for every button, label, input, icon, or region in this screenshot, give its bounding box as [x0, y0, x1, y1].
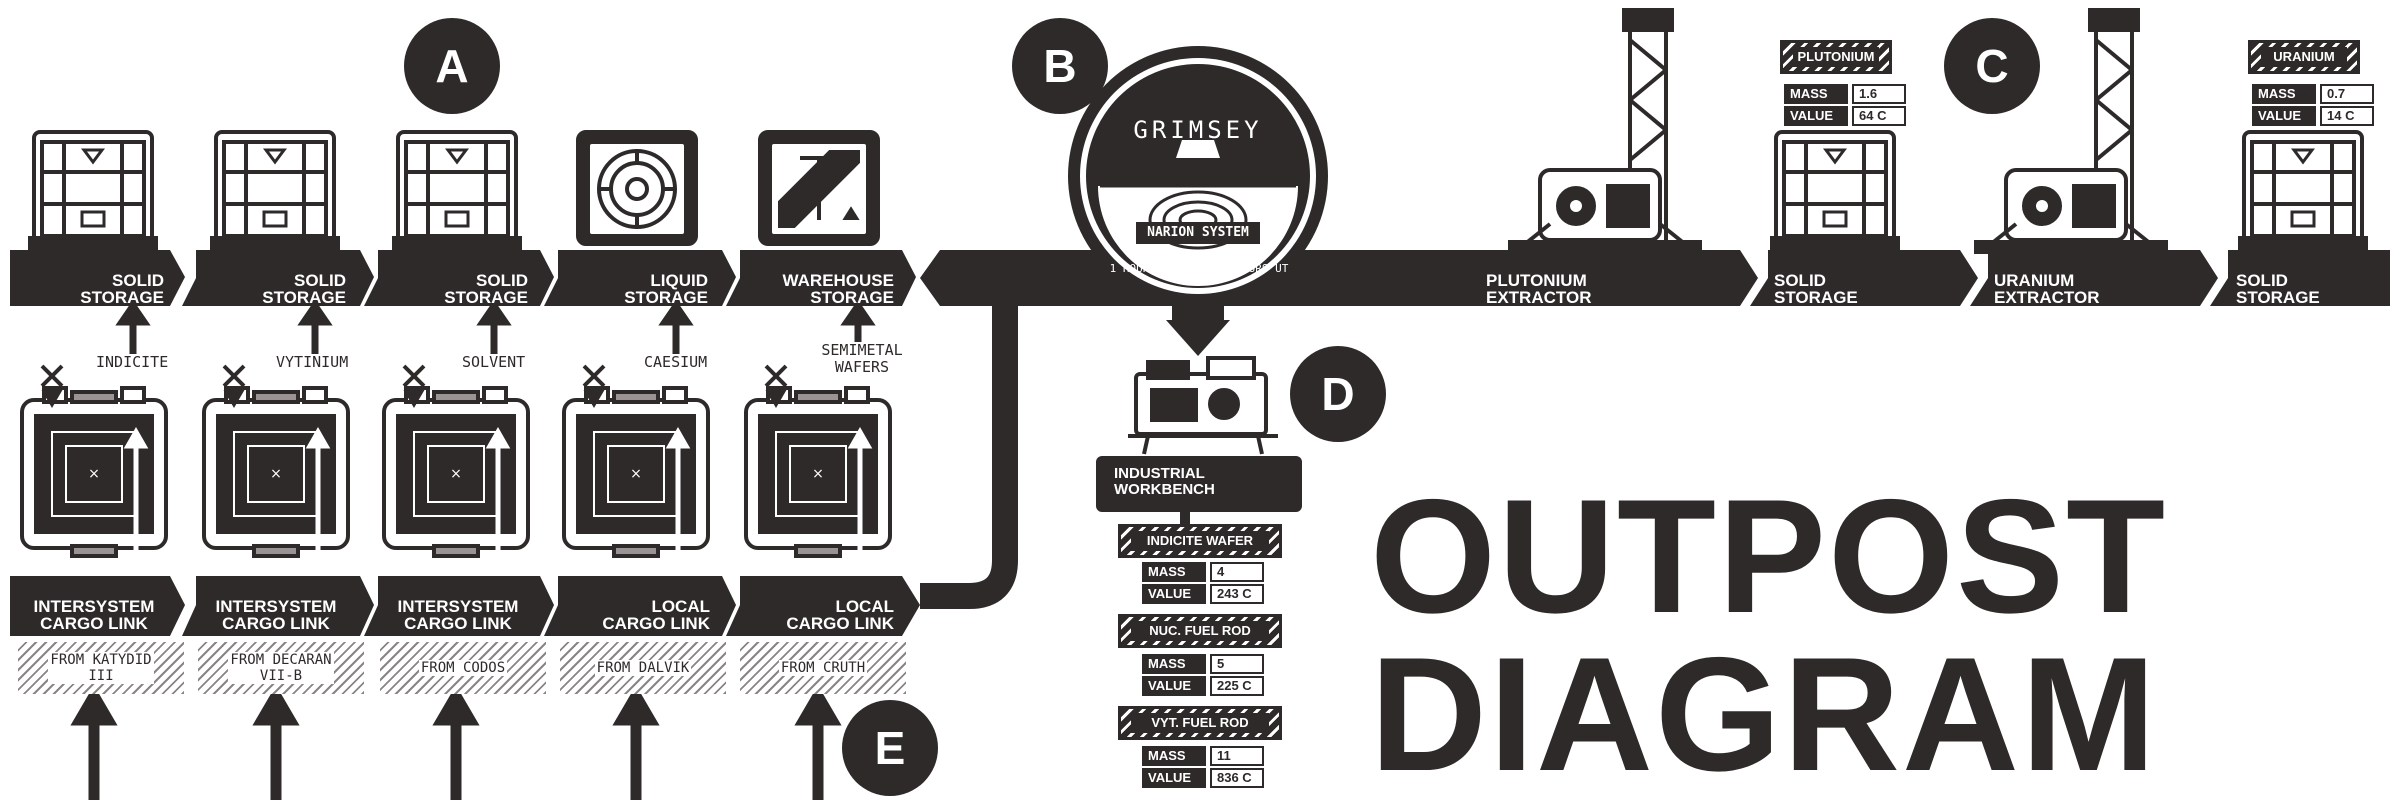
resource-label: INDICITE: [96, 353, 169, 371]
solid-storage-icon: [28, 130, 158, 250]
cargo-link-devices: × × ×: [20, 386, 892, 558]
uranium-extractor-icon: [1974, 8, 2168, 254]
product-tag: INDICITE WAFER: [1118, 524, 1282, 558]
marker-c: C: [1944, 18, 2040, 114]
cargo-link-device-icon: ×: [382, 386, 530, 558]
cargo-source: FROM CODOS: [380, 642, 546, 694]
seal-name: GRIMSEY: [1133, 116, 1263, 144]
product-tag: VYT. FUEL ROD: [1118, 706, 1282, 740]
storage-label: WAREHOUSE STORAGE: [782, 271, 894, 307]
cargo-source: FROM DECARAN VII-B: [198, 642, 364, 694]
top-banner: [10, 250, 2390, 306]
plutonium-extractor-icon: [1508, 8, 1702, 254]
cargo-link-label: LOCAL CARGO LINK: [602, 597, 710, 633]
svg-text:×: ×: [812, 466, 824, 482]
marker-a: A: [404, 18, 500, 114]
close-icon: [40, 364, 64, 408]
solid-storage-icon: [1770, 130, 1900, 250]
blocked-input-markers: [40, 364, 788, 408]
cargo-link-label: INTERSYSTEM CARGO LINK: [215, 597, 337, 633]
resource-label: SEMIMETAL WAFERS: [818, 342, 906, 376]
storage-label: SOLID STORAGE: [262, 271, 346, 307]
cargo-source: FROM KATYDID III: [18, 642, 184, 694]
cargo-link-label: INTERSYSTEM CARGO LINK: [397, 597, 519, 633]
cargo-link-label: INTERSYSTEM CARGO LINK: [33, 597, 155, 633]
solid-storage-icon: [210, 130, 340, 250]
title-line-2: DIAGRAM: [1370, 624, 2158, 805]
resource-label: CAESIUM: [644, 353, 708, 371]
solid-storage-icon: [392, 130, 522, 250]
marker-b: B: [1012, 18, 1108, 114]
storage-label: SOLID STORAGE: [444, 271, 528, 307]
extractor-rigs: [1508, 8, 2368, 254]
incoming-arrows: [70, 685, 842, 800]
storage-icons: [28, 130, 880, 250]
resource-label: VYTINIUM: [276, 353, 349, 371]
cargo-source: FROM DALVIK: [560, 642, 726, 694]
cargo-link-device-icon: ×: [20, 386, 168, 558]
storage-label: SOLID STORAGE: [2236, 271, 2320, 307]
cargo-link-device-icon: ×: [202, 386, 350, 558]
product-tag: NUC. FUEL ROD: [1118, 614, 1282, 648]
cargo-link-device-icon: ×: [744, 386, 892, 558]
seal-system: NARION SYSTEM: [1147, 225, 1249, 240]
connector-pipes: [920, 296, 1018, 609]
svg-text:×: ×: [630, 466, 642, 482]
bottom-banner: [10, 576, 920, 636]
marker-d: D: [1290, 346, 1386, 442]
product-tag: URANIUM: [2248, 40, 2360, 74]
resource-label: SOLVENT: [462, 353, 526, 371]
grimsey-hub-seal: [1068, 46, 1328, 356]
product-tag: PLUTONIUM: [1780, 40, 1892, 74]
workbench-label: INDUSTRIAL WORKBENCH: [1114, 465, 1215, 498]
close-icon: [402, 364, 426, 408]
storage-label: SOLID STORAGE: [80, 271, 164, 307]
svg-text:×: ×: [88, 466, 100, 482]
title-line-1: OUTPOST: [1370, 466, 2168, 647]
seal-time-ratio: 1 HOUR LOCAL = 0.6 HOURS UT: [1109, 262, 1289, 275]
close-icon: [222, 364, 246, 408]
cargo-source: FROM CRUTH: [740, 642, 906, 694]
solid-storage-icon: [2238, 130, 2368, 250]
close-icon: [582, 364, 606, 408]
industrial-workbench-icon: [1128, 356, 1278, 455]
close-icon: [764, 364, 788, 408]
liquid-storage-icon: [576, 130, 698, 246]
warehouse-storage-icon: [758, 130, 880, 246]
plutonium-extractor-label: PLUTONIUM EXTRACTOR: [1486, 271, 1592, 307]
cargo-link-label: LOCAL CARGO LINK: [786, 597, 894, 633]
svg-text:×: ×: [450, 466, 462, 482]
uranium-extractor-label: URANIUM EXTRACTOR: [1994, 271, 2100, 307]
internal-flow-arrows: [123, 426, 873, 572]
marker-e: E: [842, 700, 938, 796]
workbench-banner: [1096, 456, 1302, 526]
storage-label: LIQUID STORAGE: [624, 271, 708, 307]
svg-text:×: ×: [270, 466, 282, 482]
storage-label: SOLID STORAGE: [1774, 271, 1858, 307]
cargo-link-device-icon: ×: [562, 386, 710, 558]
